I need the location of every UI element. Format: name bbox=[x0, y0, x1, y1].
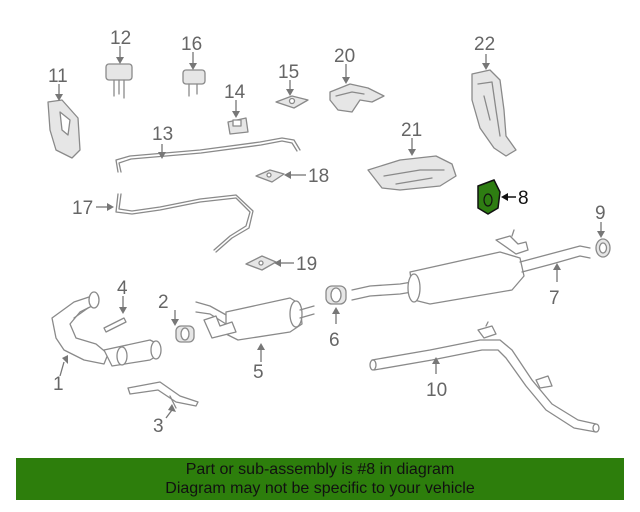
callout-1: 1 bbox=[53, 374, 64, 395]
part-5-resonator[interactable] bbox=[195, 297, 315, 341]
callout-21: 21 bbox=[401, 120, 422, 141]
banner-line-disclaimer: Diagram may not be specific to your vehi… bbox=[165, 480, 475, 497]
info-banner: Part or sub-assembly is #8 in diagram Di… bbox=[16, 458, 624, 500]
callout-14: 14 bbox=[224, 82, 246, 103]
callout-20: 20 bbox=[334, 46, 355, 67]
part-10-tail-pipe[interactable] bbox=[369, 321, 600, 433]
callout-11: 11 bbox=[48, 66, 68, 87]
callout-18: 18 bbox=[308, 166, 329, 187]
part-16-hanger[interactable] bbox=[182, 69, 206, 97]
callout-15: 15 bbox=[278, 62, 299, 83]
callout-17: 17 bbox=[72, 198, 93, 219]
callout-7: 7 bbox=[549, 288, 560, 309]
part-15-clip[interactable] bbox=[275, 95, 309, 109]
callout-3: 3 bbox=[153, 416, 164, 437]
callout-5: 5 bbox=[253, 362, 264, 383]
part-2-gasket[interactable] bbox=[175, 325, 195, 343]
part-18-clip[interactable] bbox=[255, 169, 285, 183]
part-12-hanger[interactable] bbox=[105, 63, 133, 99]
callout-9: 9 bbox=[595, 203, 606, 224]
part-17-tube[interactable] bbox=[115, 193, 254, 253]
callout-22: 22 bbox=[474, 34, 495, 55]
callout-4: 4 bbox=[117, 278, 128, 299]
part-3-bracket[interactable] bbox=[127, 381, 199, 409]
callout-10: 10 bbox=[426, 380, 447, 401]
part-21-heat-shield[interactable] bbox=[367, 155, 457, 191]
part-13-tube[interactable] bbox=[115, 137, 301, 173]
callout-2: 2 bbox=[158, 292, 169, 313]
part-9-clamp[interactable] bbox=[595, 238, 611, 258]
part-6-clamp[interactable] bbox=[325, 285, 347, 305]
callout-6: 6 bbox=[329, 330, 340, 351]
part-4-gasket[interactable] bbox=[103, 317, 127, 333]
part-14-bracket[interactable] bbox=[227, 117, 249, 135]
part-20-heat-shield[interactable] bbox=[329, 83, 385, 113]
part-7-muffler[interactable] bbox=[351, 229, 591, 305]
part-8-hanger-insulator[interactable] bbox=[477, 179, 501, 215]
callout-13: 13 bbox=[152, 124, 173, 145]
callout-16: 16 bbox=[181, 34, 202, 55]
part-1-front-pipe[interactable] bbox=[51, 291, 162, 367]
callout-8: 8 bbox=[518, 188, 529, 209]
banner-line-part: Part or sub-assembly is #8 in diagram bbox=[185, 461, 455, 478]
callout-12: 12 bbox=[110, 28, 131, 49]
callout-19: 19 bbox=[296, 254, 317, 275]
part-19-clip[interactable] bbox=[245, 255, 277, 271]
part-11-heat-shield[interactable] bbox=[47, 99, 81, 159]
part-22-heat-shield[interactable] bbox=[471, 69, 517, 157]
